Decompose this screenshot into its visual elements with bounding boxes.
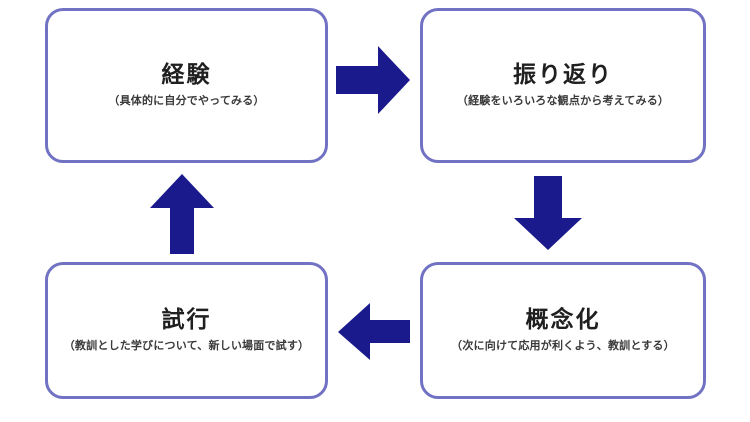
node-reflection-title: 振り返り: [513, 62, 613, 89]
node-conceptualization-subtitle: （次に向けて応用が利くよう、教訓とする）: [451, 338, 675, 352]
node-trial-subtitle: （教訓とした学びについて、新しい場面で試す）: [63, 338, 310, 352]
arrow-right-icon: [336, 44, 412, 116]
node-conceptualization-title: 概念化: [525, 307, 601, 334]
node-experience-subtitle: （具体的に自分でやってみる）: [108, 93, 265, 107]
node-trial: 試行 （教訓とした学びについて、新しい場面で試す）: [45, 262, 328, 399]
node-trial-title: 試行: [161, 307, 212, 334]
arrow-up-icon: [148, 172, 216, 256]
node-experience-title: 経験: [161, 62, 212, 89]
arrow-down-icon: [512, 176, 584, 252]
node-reflection-subtitle: （経験をいろいろな観点から考えてみる）: [456, 93, 670, 107]
node-reflection: 振り返り （経験をいろいろな観点から考えてみる）: [420, 8, 706, 163]
node-conceptualization: 概念化 （次に向けて応用が利くよう、教訓とする）: [420, 262, 706, 399]
arrow-left-icon: [336, 302, 412, 362]
node-experience: 経験 （具体的に自分でやってみる）: [45, 8, 328, 163]
